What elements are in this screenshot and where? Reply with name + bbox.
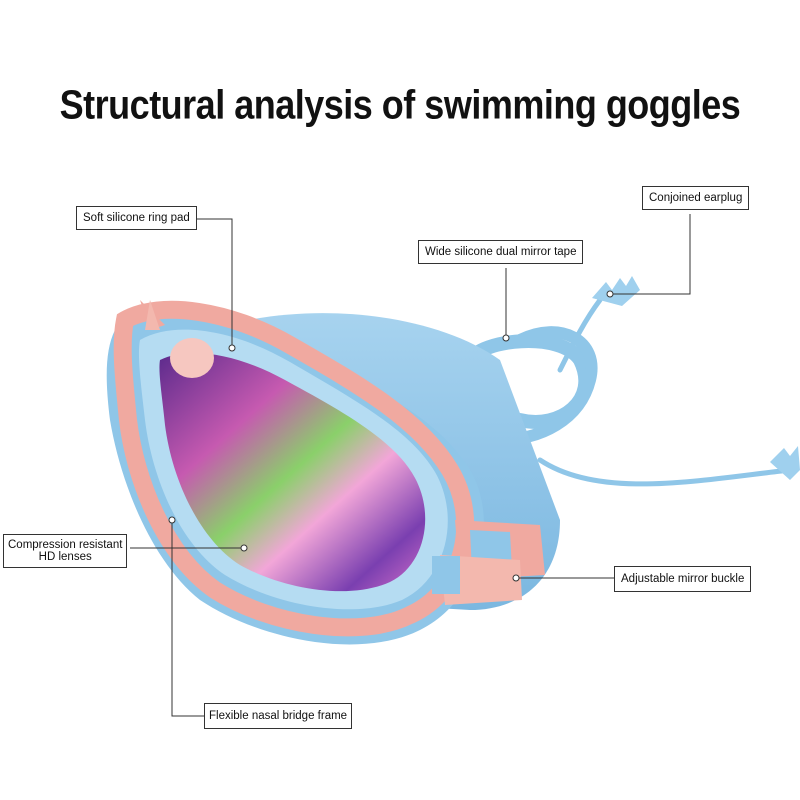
label-wide-silicone-tape: Wide silicone dual mirror tape — [418, 240, 584, 265]
earplug-right — [770, 446, 800, 480]
label-hd-lenses-line1: Compression resistant — [8, 539, 123, 551]
label-adjustable-mirror-buckle: Adjustable mirror buckle — [614, 566, 752, 593]
leader-lines — [130, 214, 691, 717]
diagram-title: Structural analysis of swimming goggles — [59, 81, 741, 128]
label-hd-lenses: Compression resistant HD lenses — [3, 534, 128, 569]
label-soft-silicone-ring-pad: Soft silicone ring pad — [76, 206, 197, 231]
label-nasal-bridge-frame: Flexible nasal bridge frame — [204, 703, 353, 730]
earplug-top — [592, 276, 640, 306]
label-hd-lenses-line2: HD lenses — [38, 551, 92, 564]
ring-pad — [170, 338, 214, 378]
mirror-buckle — [432, 520, 545, 605]
hd-lens — [159, 352, 426, 592]
pink-frame — [113, 300, 475, 637]
label-conjoined-earplug: Conjoined earplug — [642, 186, 750, 211]
